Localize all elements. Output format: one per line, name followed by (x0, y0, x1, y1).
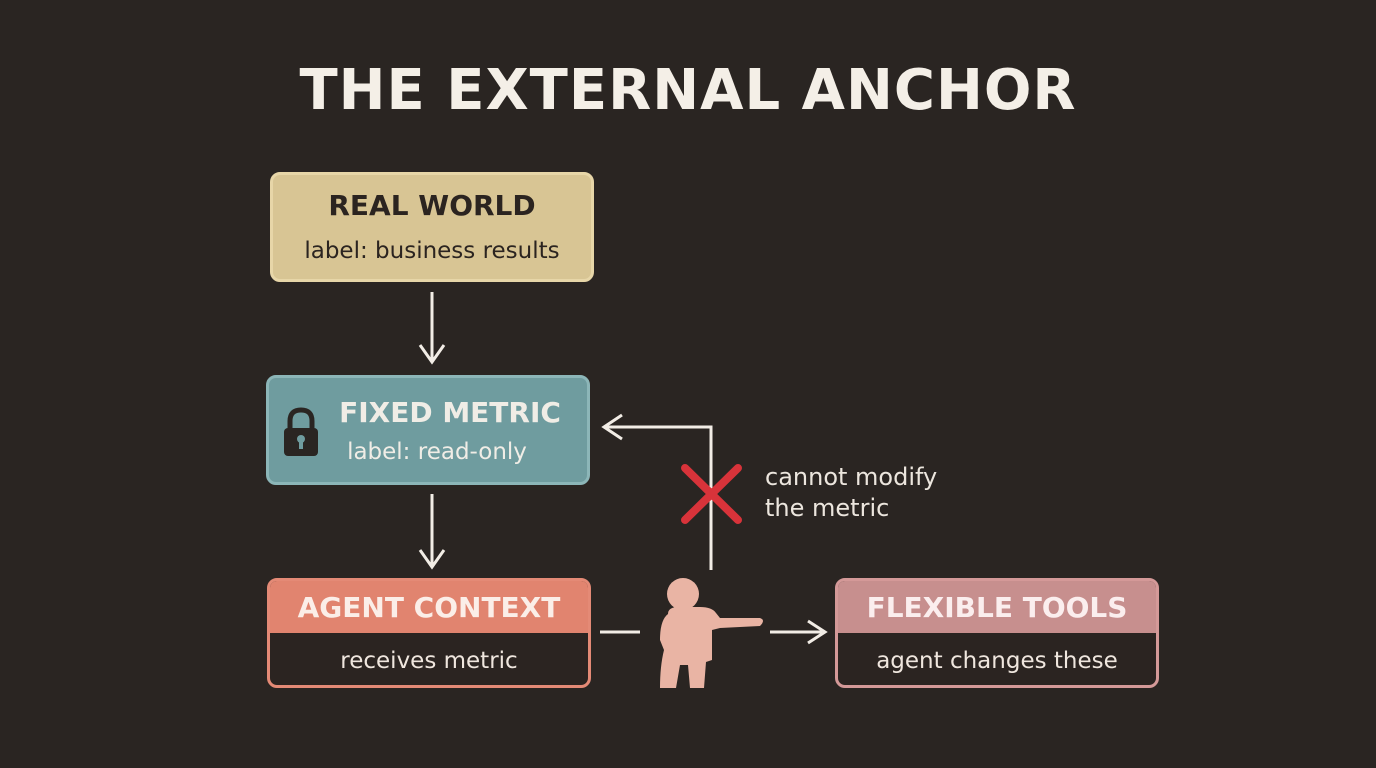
node-subtitle: agent changes these (876, 648, 1118, 674)
annotation-line-1: cannot modify (765, 463, 938, 491)
node-title: REAL WORLD (328, 188, 536, 222)
node-fixed-metric: FIXED METRIC label: read-only (266, 375, 590, 485)
arrow-fixed-to-agent (418, 494, 446, 570)
arrow-real-to-fixed (418, 292, 446, 365)
node-agent-context: AGENT CONTEXT receives metric (267, 578, 591, 688)
lock-icon (284, 407, 318, 456)
node-title: AGENT CONTEXT (270, 581, 588, 633)
arrow-figure-to-tools (770, 619, 828, 645)
annotation-line-2: the metric (765, 494, 890, 522)
node-subtitle: label: business results (304, 238, 560, 264)
pointing-person-icon (660, 578, 763, 688)
page-title: THE EXTERNAL ANCHOR (299, 58, 1077, 123)
node-subtitle: label: read-only (347, 439, 527, 465)
node-title: FIXED METRIC (339, 395, 561, 429)
red-x-icon (681, 464, 742, 524)
arrow-blocked-feedback (601, 413, 713, 570)
node-title: FLEXIBLE TOOLS (838, 581, 1156, 633)
node-real-world: REAL WORLD label: business results (270, 172, 594, 282)
blocked-annotation: cannot modify the metric (765, 462, 937, 524)
node-flexible-tools: FLEXIBLE TOOLS agent changes these (835, 578, 1159, 688)
node-subtitle: receives metric (340, 648, 518, 674)
